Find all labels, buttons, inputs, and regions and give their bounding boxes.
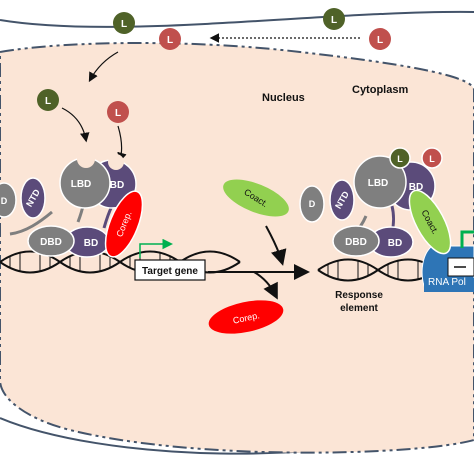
target-gene-box: Target gene: [134, 259, 206, 281]
rna-polymerase: RNA Pol: [421, 230, 474, 292]
cell-membrane: [0, 10, 474, 28]
svg-text:L: L: [331, 15, 337, 26]
svg-text:RNA Pol: RNA Pol: [428, 277, 466, 288]
svg-text:Target gene: Target gene: [142, 266, 198, 277]
svg-text:DBD: DBD: [345, 237, 367, 248]
response-element-label-line2: element: [340, 303, 378, 314]
lbd-domain-right: LBD: [353, 155, 407, 209]
nucleus-label: Nucleus: [262, 92, 305, 104]
svg-text:L: L: [377, 35, 383, 46]
coactivator-free: Coact.: [223, 179, 289, 217]
ligand-pocket-red-left: [108, 154, 124, 170]
reaction-arrow: [208, 225, 310, 300]
ligand-bound-dark: L: [389, 147, 411, 169]
svg-text:L: L: [45, 96, 51, 107]
svg-text:BD: BD: [388, 238, 402, 249]
ntd-domain-left: NTD: [20, 177, 46, 219]
lbd-domain-left: LBD: [59, 157, 111, 209]
ligand-bound-red: L: [421, 147, 443, 169]
ligand-outside-dark-1: L: [113, 12, 135, 34]
svg-text:LBD: LBD: [368, 178, 389, 189]
receptor-complex-left: D NTD BD LBD BD DBD Corep.: [0, 150, 144, 258]
svg-text:L: L: [429, 154, 435, 164]
svg-text:DBD: DBD: [40, 237, 62, 248]
ligand-outside-dark-2: L: [323, 8, 345, 30]
svg-text:D: D: [309, 199, 316, 209]
svg-text:L: L: [121, 19, 127, 30]
cytoplasm-label: Cytoplasm: [352, 84, 408, 96]
dbd-domain-right: DBD: [332, 225, 380, 257]
ntd-domain-right: NTD: [329, 179, 355, 221]
ligand-binding-arrow-dark: [61, 107, 90, 143]
svg-text:L: L: [397, 154, 403, 164]
svg-text:L: L: [167, 35, 173, 46]
ligand-nucleus-red: L: [107, 101, 129, 123]
corepressor-bound: Corep.: [104, 190, 144, 258]
corepressor-released: Corep.: [208, 300, 284, 334]
clipped-domain-right: D: [299, 185, 325, 223]
transcription-start-arrow-left: [139, 238, 173, 258]
clipped-domain-left: D: [0, 182, 17, 218]
ligand-outside-red-2: L: [369, 28, 391, 50]
receptor-complex-right: D NTD BD LBD L L BD DBD: [299, 147, 452, 258]
ligand-into-nucleus-arrow: [88, 51, 119, 83]
dbd-domain-left: DBD: [27, 225, 75, 257]
svg-text:BD: BD: [110, 180, 124, 191]
coactivator-bound: Coact.: [408, 189, 452, 255]
svg-text:D: D: [1, 196, 8, 206]
svg-text:L: L: [115, 108, 121, 119]
svg-text:LBD: LBD: [71, 179, 92, 190]
svg-text:BD: BD: [409, 182, 423, 193]
response-element-label-line1: Response: [335, 290, 383, 301]
ligand-pocket-dark-left: [77, 150, 95, 168]
svg-text:BD: BD: [84, 238, 98, 249]
ligand-nucleus-dark: L: [37, 89, 59, 111]
ligand-outside-red-1: L: [159, 28, 181, 50]
